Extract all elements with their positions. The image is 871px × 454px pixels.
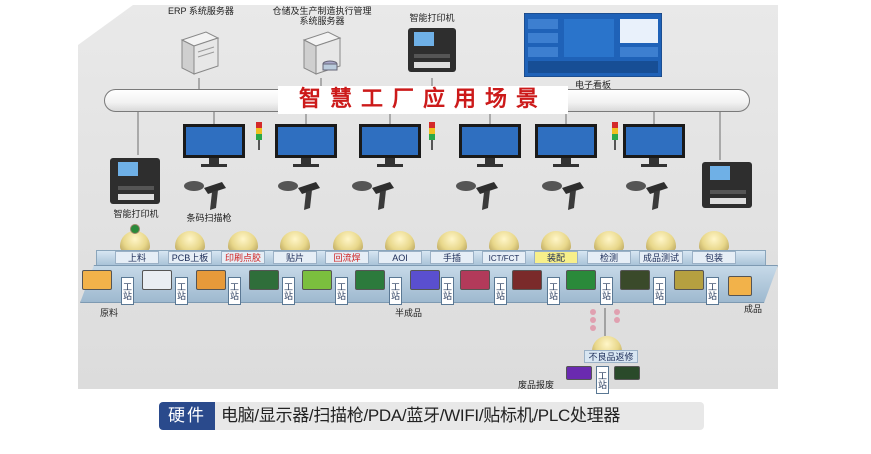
station-box: 工站 — [175, 277, 188, 305]
material-tray — [355, 270, 385, 290]
station-monitor-icon — [459, 124, 521, 167]
process-step: 上料 — [115, 251, 159, 264]
material-tray — [674, 270, 704, 290]
barcode-scanner-icon — [456, 181, 498, 210]
process-step: AOI — [378, 251, 422, 264]
finished-product-label: 成品 — [744, 304, 763, 314]
worker-workstation — [437, 231, 467, 251]
worker-workstation — [228, 231, 258, 251]
station-box: 工站 — [494, 277, 507, 305]
process-step: ICT/FCT — [482, 251, 526, 264]
station-monitor-icon — [275, 124, 337, 167]
material-tray — [82, 270, 112, 290]
scanner-label: 条码扫描枪 — [186, 213, 232, 223]
station-box: 工站 — [600, 277, 613, 305]
smart-printer-top-label: 智能打印机 — [409, 13, 455, 23]
station-monitor-icon — [183, 124, 245, 167]
barcode-scanner-icon — [542, 181, 584, 210]
station-box: 工站 — [121, 277, 134, 305]
worker-workstation — [489, 231, 519, 251]
repair-indicators — [590, 308, 620, 336]
worker-workstation — [646, 231, 676, 251]
process-step: 印刷点胶 — [221, 251, 265, 264]
repair-station-label: 不良品返修 — [584, 350, 638, 363]
material-tray — [460, 270, 490, 290]
station-box: 工站 — [653, 277, 666, 305]
process-step: 贴片 — [273, 251, 317, 264]
worker-workstation — [699, 231, 729, 251]
stack-light-icon — [612, 122, 618, 150]
smart-printer-left-icon — [110, 158, 160, 204]
raw-material-label: 原料 — [100, 308, 119, 318]
stack-light-icon — [429, 122, 435, 150]
worker-figure — [130, 224, 140, 234]
material-tray — [302, 270, 332, 290]
barcode-scanner-icon — [352, 181, 394, 210]
dashboard-label: 电子看板 — [574, 80, 611, 90]
station-box: 工站 — [596, 366, 609, 394]
material-tray — [196, 270, 226, 290]
worker-workstation — [333, 231, 363, 251]
worker-workstation — [280, 231, 310, 251]
dashboard-screen-icon — [524, 13, 662, 77]
smart-printer-left-label: 智能打印机 — [113, 209, 159, 219]
station-box: 工站 — [706, 277, 719, 305]
station-monitor-icon — [623, 124, 685, 167]
process-step: 检测 — [587, 251, 631, 264]
semi-finished-label: 半成品 — [395, 308, 423, 318]
material-tray — [249, 270, 279, 290]
material-tray — [620, 270, 650, 290]
smart-printer-right-icon — [702, 162, 752, 208]
process-step: 包装 — [692, 251, 736, 264]
material-tray — [410, 270, 440, 290]
stack-light-icon — [256, 122, 262, 150]
station-box: 工站 — [389, 277, 402, 305]
process-step: 成品测试 — [639, 251, 683, 264]
scrap-report-label: 废品报废 — [518, 380, 555, 390]
material-tray — [512, 270, 542, 290]
worker-workstation — [175, 231, 205, 251]
material-tray — [728, 276, 752, 296]
scrap-tray — [566, 366, 592, 380]
station-monitor-icon — [535, 124, 597, 167]
scrap-tray — [614, 366, 640, 380]
barcode-scanner-icon — [184, 181, 226, 210]
mes-server-label: 仓储及生产制造执行管理 系统服务器 — [272, 6, 372, 26]
station-box: 工站 — [282, 277, 295, 305]
worker-workstation — [594, 231, 624, 251]
station-box: 工站 — [335, 277, 348, 305]
station-box: 工站 — [228, 277, 241, 305]
process-step: 回流焊 — [325, 251, 369, 264]
scene-title: 智慧工厂应用场景 — [278, 86, 568, 114]
material-tray — [142, 270, 172, 290]
hardware-tag: 硬件 — [159, 402, 215, 430]
material-tray — [566, 270, 596, 290]
process-step: PCB上板 — [168, 251, 212, 264]
process-step: 装配 — [534, 251, 578, 264]
process-step: 手插 — [430, 251, 474, 264]
station-box: 工站 — [547, 277, 560, 305]
erp-server-icon — [180, 31, 220, 75]
station-box: 工站 — [441, 277, 454, 305]
barcode-scanner-icon — [278, 181, 320, 210]
worker-workstation — [541, 231, 571, 251]
hardware-list: 电脑/显示器/扫描枪/PDA/蓝牙/WIFI/贴标机/PLC处理器 — [215, 402, 704, 430]
barcode-scanner-icon — [626, 181, 668, 210]
erp-server-label: ERP 系统服务器 — [168, 6, 234, 16]
worker-workstation — [120, 231, 150, 251]
worker-workstation — [385, 231, 415, 251]
smart-printer-top-icon — [408, 28, 456, 72]
mes-server-icon — [302, 31, 342, 75]
station-monitor-icon — [359, 124, 421, 167]
